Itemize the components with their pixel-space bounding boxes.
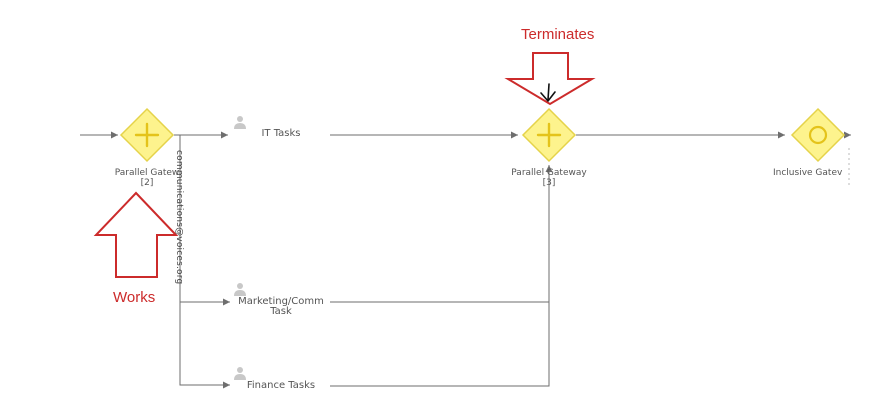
terminates-arrow-shape bbox=[504, 52, 596, 106]
works-arrow-shape bbox=[93, 191, 179, 278]
flow-annotation-email: communications@voices.org bbox=[174, 150, 184, 285]
circle-icon bbox=[808, 125, 828, 145]
sequence-flows bbox=[80, 131, 851, 389]
user-icon bbox=[234, 283, 246, 296]
flow-finance-to-join[interactable] bbox=[330, 302, 550, 387]
task-marketing-label[interactable]: Marketing/Comm Task bbox=[238, 296, 324, 317]
inclusive-gateway-label: Inclusive Gatev bbox=[773, 168, 843, 178]
task-finance-label[interactable]: Finance Tasks bbox=[246, 380, 316, 391]
flow-split-to-finance[interactable] bbox=[179, 302, 230, 389]
parallel-gateway-split-label: Parallel Gatew [2] bbox=[114, 168, 180, 188]
inclusive-gateway[interactable] bbox=[790, 107, 846, 163]
parallel-gateway-join[interactable] bbox=[521, 107, 577, 163]
plus-icon bbox=[134, 122, 160, 148]
flow-split-to-marketing[interactable] bbox=[179, 135, 230, 306]
plus-icon bbox=[536, 122, 562, 148]
user-icon bbox=[234, 367, 246, 380]
task-it-label[interactable]: IT Tasks bbox=[261, 128, 301, 139]
works-annotation: Works bbox=[113, 289, 156, 306]
user-icon bbox=[234, 116, 246, 129]
parallel-gateway-split[interactable] bbox=[119, 107, 175, 163]
terminates-annotation: Terminates bbox=[521, 26, 595, 43]
parallel-gateway-join-label: Parallel Gateway [3] bbox=[511, 168, 587, 188]
gateway-diamond bbox=[790, 107, 846, 163]
hand-drawn-arrow-icon bbox=[540, 83, 556, 102]
